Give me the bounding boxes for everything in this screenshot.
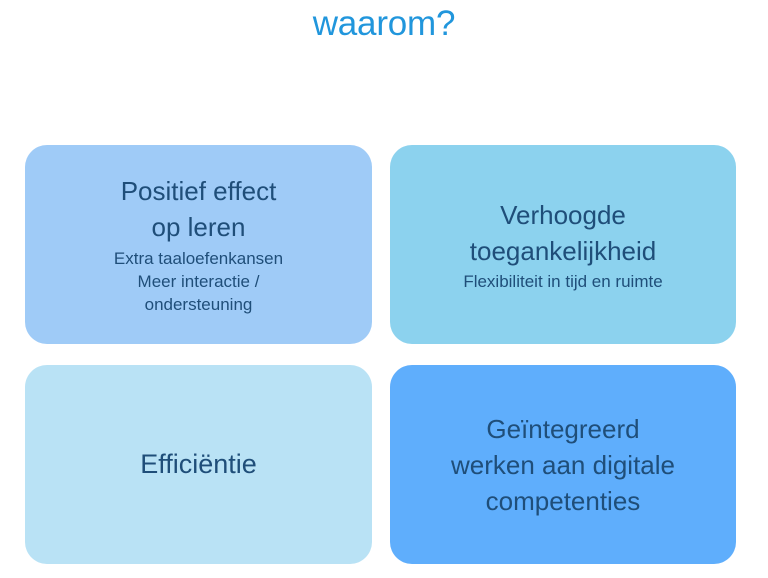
card-positief-effect-op-leren[interactable]: Positief effect op leren Extra taaloefen… bbox=[25, 145, 372, 344]
card-heading: Verhoogde toegankelijkheid bbox=[469, 199, 657, 266]
card-heading: Geïntegreerd werken aan digitale compete… bbox=[450, 413, 676, 516]
benefit-card-grid: Positief effect op leren Extra taaloefen… bbox=[25, 145, 736, 564]
card-subtitle: Extra taaloefenkansen Meer interactie / … bbox=[113, 249, 284, 314]
card-subtitle: Flexibiliteit in tijd en ruimte bbox=[463, 271, 663, 291]
card-efficientie[interactable]: Efficiëntie bbox=[25, 365, 372, 564]
page-title: waarom? bbox=[312, 4, 456, 43]
card-verhoogde-toegankelijkheid[interactable]: Verhoogde toegankelijkheid Flexibiliteit… bbox=[390, 145, 736, 344]
card-geintegreerd-werken-digitale-competenties[interactable]: Geïntegreerd werken aan digitale compete… bbox=[390, 365, 736, 564]
card-heading: Positief effect op leren bbox=[120, 176, 277, 242]
card-heading: Efficiëntie bbox=[140, 449, 257, 479]
